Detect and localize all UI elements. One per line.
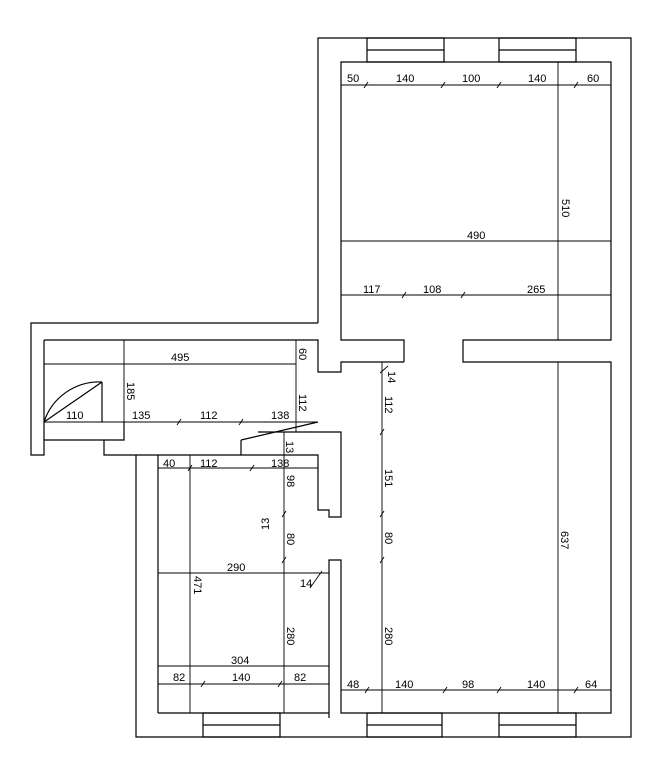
dim-label: 13 (283, 441, 295, 453)
dim-label: 140 (528, 73, 546, 85)
dim-label: 40 (163, 458, 175, 470)
dim-label: 98 (284, 475, 296, 487)
dim-label: 82 (173, 672, 185, 684)
dim-label: 151 (382, 469, 394, 487)
dim-label: 140 (396, 73, 414, 85)
dim-label: 637 (558, 531, 570, 549)
dim-label: 140 (395, 679, 413, 691)
dim-label: 138 (271, 458, 289, 470)
dim-label: 82 (294, 672, 306, 684)
dim-label: 13 (260, 518, 272, 530)
dim-label: 50 (347, 73, 359, 85)
dim-label: 14 (385, 371, 397, 383)
dim-label: 80 (382, 532, 394, 544)
dim-label: 138 (271, 410, 289, 422)
room-top-right (328, 37, 612, 738)
dimension-labels: 50 140 100 140 60 510 490 117 108 265 49… (66, 73, 599, 691)
dim-label: 510 (559, 199, 571, 217)
dim-label: 100 (462, 73, 480, 85)
dim-label: 471 (191, 576, 203, 594)
dim-label: 135 (132, 410, 150, 422)
outer-walls (30, 37, 632, 738)
dimension-ticks (176, 81, 579, 694)
dim-label: 60 (587, 73, 599, 85)
dimension-lines (44, 62, 611, 713)
dim-label: 48 (347, 679, 359, 691)
dim-label: 112 (296, 394, 308, 412)
dim-label: 98 (462, 679, 474, 691)
dim-label: 60 (296, 348, 308, 360)
dim-label: 112 (200, 410, 218, 422)
dim-label: 140 (527, 679, 545, 691)
dim-label: 280 (382, 627, 394, 645)
dim-label: 304 (231, 655, 249, 667)
dim-label: 14 (300, 578, 312, 590)
dim-label: 110 (66, 410, 84, 422)
entrance-hall (43, 339, 404, 713)
dim-label: 290 (227, 562, 245, 574)
dim-label: 112 (382, 396, 394, 414)
dim-label: 80 (284, 533, 296, 545)
dim-label: 140 (232, 672, 250, 684)
dim-label: 185 (124, 382, 136, 400)
dim-label: 265 (527, 284, 545, 296)
room-bottom-left (158, 454, 329, 738)
dim-label: 112 (200, 458, 218, 470)
dim-label: 108 (423, 284, 441, 296)
dim-label: 280 (284, 627, 296, 645)
dim-label: 117 (363, 284, 381, 296)
dim-label: 490 (467, 230, 485, 242)
dim-label: 64 (585, 679, 597, 691)
dim-label: 495 (171, 352, 189, 364)
